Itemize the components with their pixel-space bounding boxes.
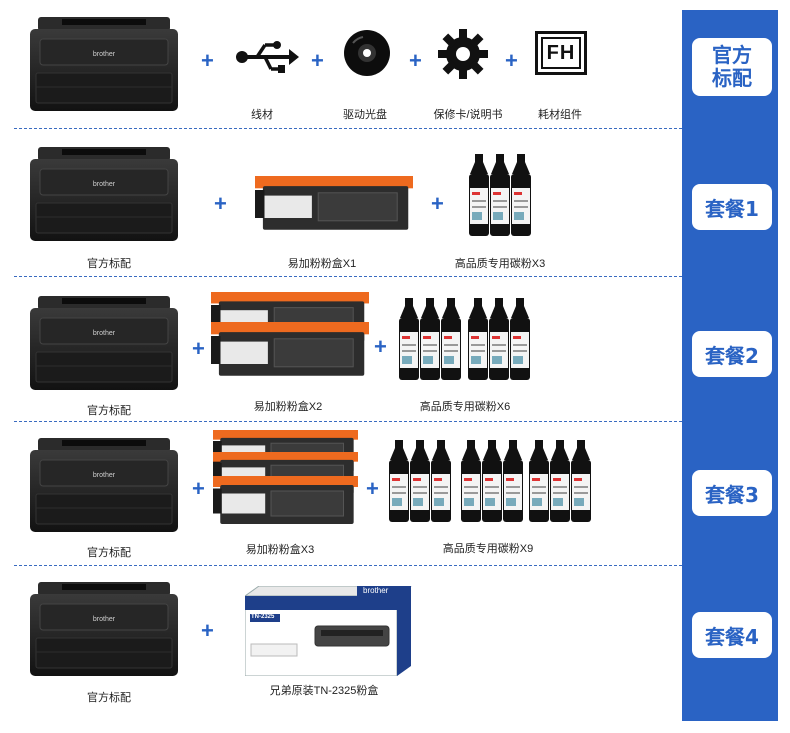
toner-bottle — [549, 440, 571, 528]
toner-bottle — [502, 440, 524, 528]
toner-bottle — [489, 154, 511, 242]
row-divider — [14, 276, 682, 277]
toner-bottle — [528, 440, 550, 528]
plus-sign: + — [201, 48, 214, 73]
printer-brand-text: brother — [93, 472, 116, 479]
powder-label: 高品质专用碳粉X9 — [442, 543, 534, 555]
tag-package-4[interactable]: 套餐4 — [683, 612, 772, 658]
toner-bottle — [398, 298, 420, 386]
toner-bottle — [509, 298, 531, 386]
toner-label: 易加粉粉盒X2 — [253, 401, 323, 413]
plus-sign: + — [366, 476, 379, 501]
toner-bottle — [419, 298, 441, 386]
tag-package-1[interactable]: 套餐1 — [683, 184, 772, 230]
item-label-warranty-manual: 保修卡/说明书 — [433, 109, 503, 121]
printer-brand-text: brother — [93, 616, 116, 623]
disc-icon — [343, 29, 391, 81]
plus-sign: + — [311, 48, 324, 73]
printer-brand-text: brother — [93, 330, 116, 337]
tag-line-1: 官方 — [712, 43, 752, 67]
toner-bottle — [488, 298, 510, 386]
box-brand-text: brother — [363, 586, 389, 595]
toner-bottle — [440, 298, 462, 386]
powder-label: 高品质专用碳粉X3 — [454, 258, 546, 270]
printer-image: brother — [28, 436, 180, 533]
toner-bottle — [430, 440, 452, 528]
powder-label: 高品质专用碳粉X6 — [419, 401, 511, 413]
toner-bottle — [467, 298, 489, 386]
toner-bottle — [570, 440, 592, 528]
item-label-cable: 线材 — [251, 109, 273, 121]
row-divider — [14, 565, 682, 566]
printer-brand-text: brother — [93, 51, 116, 58]
plus-sign: + — [192, 476, 205, 501]
fh-logo-text: FH — [546, 41, 576, 64]
plus-sign: + — [409, 48, 422, 73]
plus-sign: + — [201, 618, 214, 643]
toner-bottle — [388, 440, 410, 528]
fh-logo-icon: FH — [535, 31, 587, 75]
plus-sign: + — [374, 334, 387, 359]
row-divider — [14, 128, 682, 129]
usb-icon — [235, 37, 299, 81]
toner-label: 易加粉粉盒X3 — [245, 544, 315, 556]
printer-label: 官方标配 — [87, 405, 131, 417]
plus-sign: + — [192, 336, 205, 361]
toner-bottle — [510, 154, 532, 242]
printer-label: 官方标配 — [87, 547, 131, 559]
toner-bottle — [460, 440, 482, 528]
item-label-driver-disc: 驱动光盘 — [343, 109, 387, 121]
printer-image: brother — [28, 580, 180, 677]
row-divider — [14, 421, 682, 422]
printer-label: 官方标配 — [87, 258, 131, 270]
plus-sign: + — [431, 191, 444, 216]
plus-sign: + — [214, 191, 227, 216]
toner-cartridge — [213, 476, 358, 526]
toner-cartridge — [211, 322, 369, 378]
printer-image: brother — [28, 15, 180, 112]
printer-image: brother — [28, 294, 180, 391]
gear-icon — [437, 28, 489, 84]
toner-bottle — [481, 440, 503, 528]
plus-sign: + — [505, 48, 518, 73]
toner-label: 易加粉粉盒X1 — [287, 258, 357, 270]
box-label: 兄弟原装TN-2325粉盒 — [269, 685, 379, 697]
box-model-text: TN-2325 — [251, 614, 275, 620]
tag-package-3[interactable]: 套餐3 — [683, 470, 772, 516]
tag-package-2[interactable]: 套餐2 — [683, 331, 772, 377]
printer-label: 官方标配 — [87, 692, 131, 704]
toner-bottle — [409, 440, 431, 528]
printer-image: brother — [28, 145, 180, 242]
toner-cartridge — [255, 176, 413, 232]
item-label-consumables: 耗材组件 — [538, 109, 582, 121]
toner-bottle — [468, 154, 490, 242]
tag-official-standard[interactable]: 官方 标配 — [683, 38, 772, 96]
tag-line-2: 标配 — [712, 66, 752, 90]
tn2325-box: brother TN-2325 — [243, 585, 417, 677]
printer-brand-text: brother — [93, 181, 116, 188]
